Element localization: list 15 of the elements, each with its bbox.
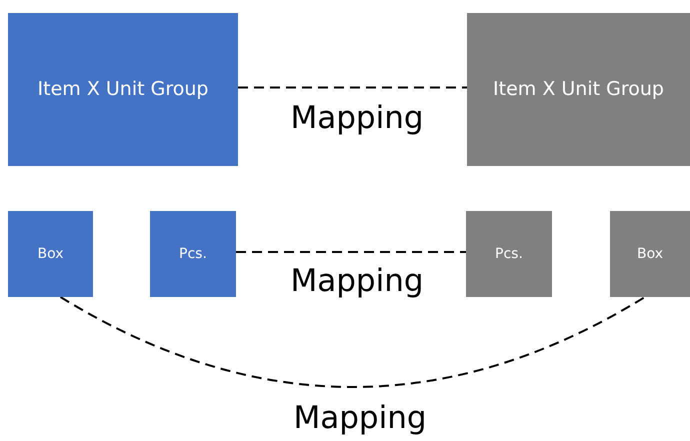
unit-label: Item X Unit Group [493, 78, 664, 101]
unit-label: Box [636, 246, 664, 262]
unit-box [467, 13, 690, 166]
unit-box [8, 13, 238, 166]
dashed-connector [60, 296, 646, 388]
unit-box [610, 211, 690, 297]
unit-box [8, 211, 93, 297]
unit-box [466, 211, 552, 297]
unit-box [150, 211, 236, 297]
dashed-connector [236, 251, 466, 253]
unit-label: Pcs. [179, 246, 207, 262]
unit-label: Box [37, 246, 64, 262]
unit-label: Item X Unit Group [38, 78, 208, 101]
dashed-connector [238, 86, 467, 88]
unit-label: Pcs. [495, 246, 523, 262]
